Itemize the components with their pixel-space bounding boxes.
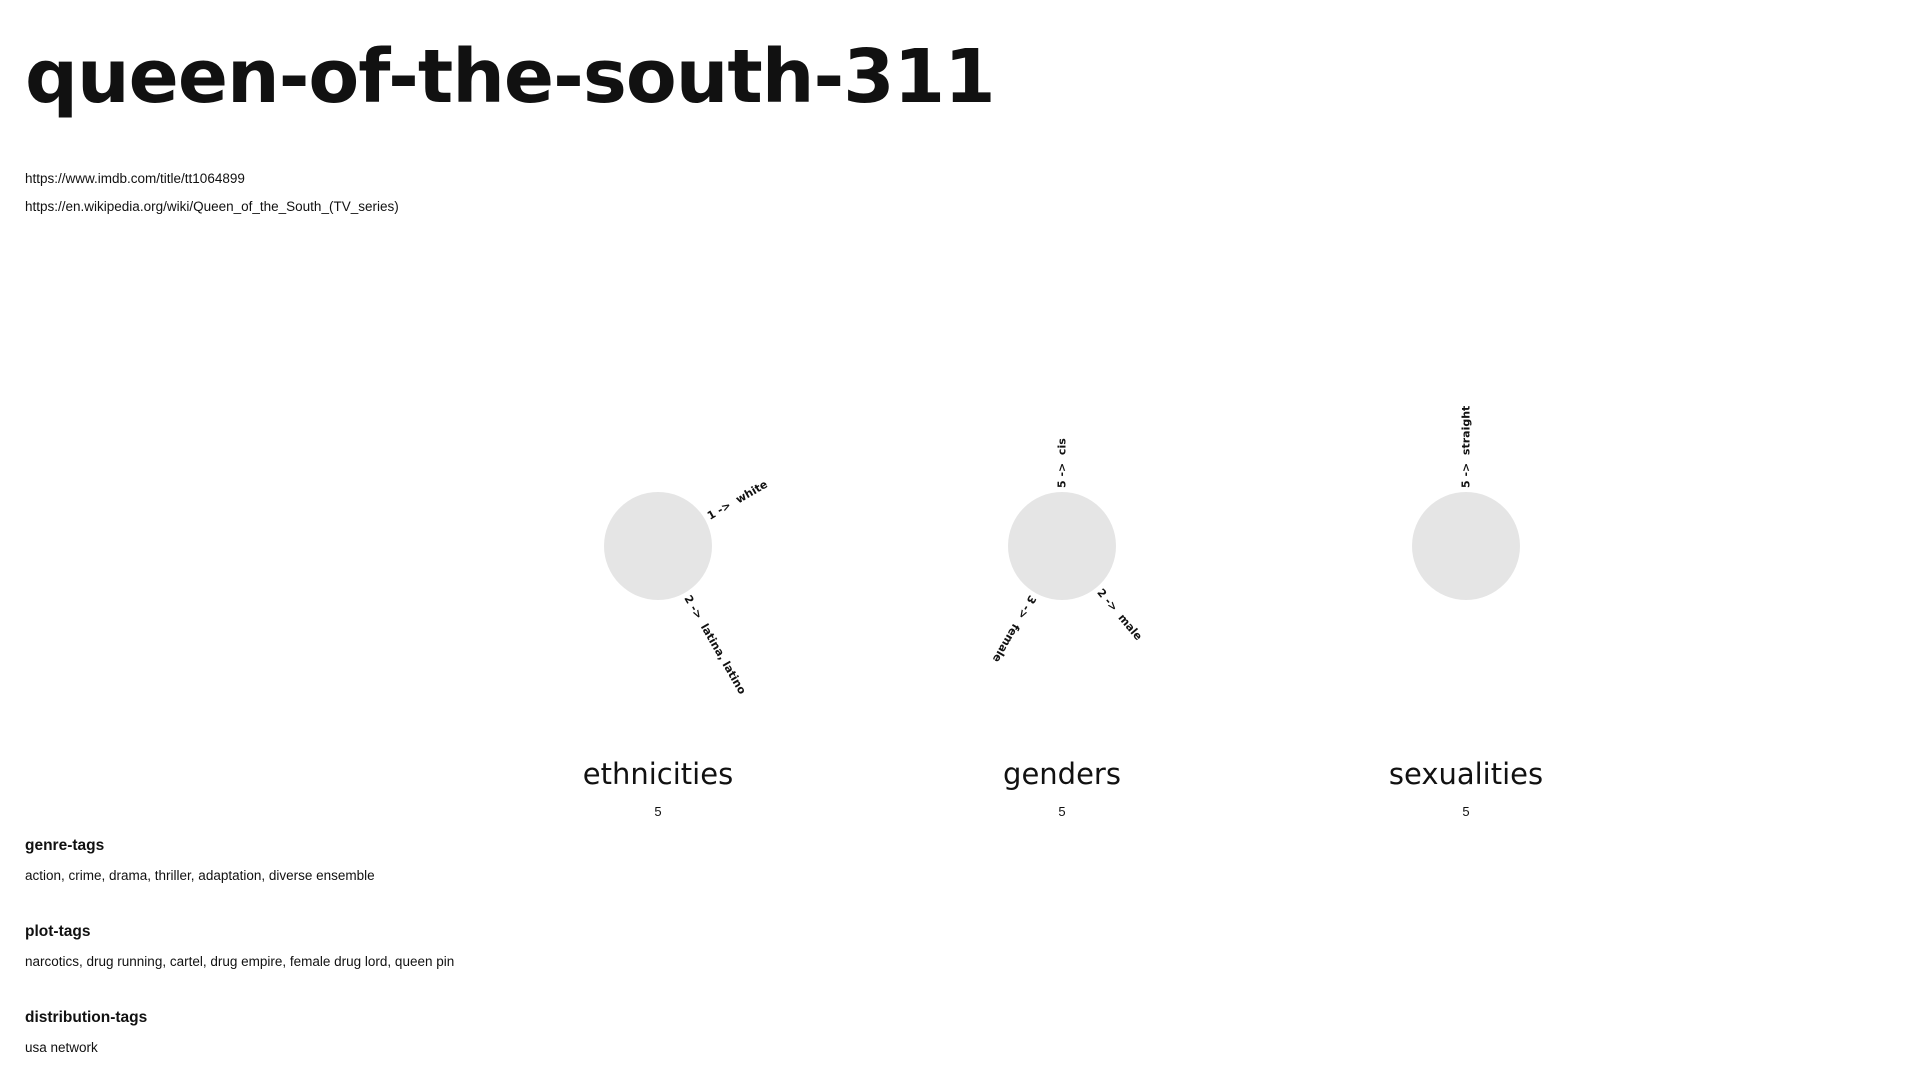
genre-tags-list: action, crime, drama, thriller, adaptati… <box>25 868 375 883</box>
ethnicities-heading: ethnicities <box>582 757 734 791</box>
plot-tags-section: plot-tags narcotics, drug running, carte… <box>25 922 454 971</box>
ethnicities-branch-label: 2 -> latina, latino <box>681 593 748 697</box>
imdb-link[interactable]: https://www.imdb.com/title/tt1064899 <box>25 171 245 186</box>
ethnicities-branch-label: 1 -> white <box>705 478 770 523</box>
sexualities-branch-label: 5 -> straight <box>1460 406 1473 488</box>
sexualities-heading: sexualities <box>1388 757 1544 791</box>
genders-branch-label: 5 -> cis <box>1056 438 1069 488</box>
genre-tags-heading: genre-tags <box>25 837 105 854</box>
ethnicities-node <box>604 492 712 600</box>
distribution-tags-section: distribution-tags usa network <box>25 1008 147 1057</box>
page-title: queen-of-the-south-311 <box>25 34 996 120</box>
sexualities-node <box>1412 492 1520 600</box>
genders-heading: genders <box>1003 757 1121 791</box>
genre-tags-section: genre-tags action, crime, drama, thrille… <box>25 836 375 885</box>
plot-tags-heading: plot-tags <box>25 923 91 940</box>
wikipedia-link[interactable]: https://en.wikipedia.org/wiki/Queen_of_t… <box>25 199 399 214</box>
distribution-tags-list: usa network <box>25 1040 98 1055</box>
plot-tags-list: narcotics, drug running, cartel, drug em… <box>25 954 455 969</box>
ethnicities-total: 5 <box>654 804 662 819</box>
genders-branch-label: 3 -> female <box>990 593 1039 665</box>
genders-branch-label: 2 -> male <box>1094 586 1144 643</box>
sexualities-total: 5 <box>1462 804 1470 819</box>
genders-total: 5 <box>1058 804 1066 819</box>
genders-node <box>1008 492 1116 600</box>
distribution-tags-heading: distribution-tags <box>25 1009 148 1026</box>
